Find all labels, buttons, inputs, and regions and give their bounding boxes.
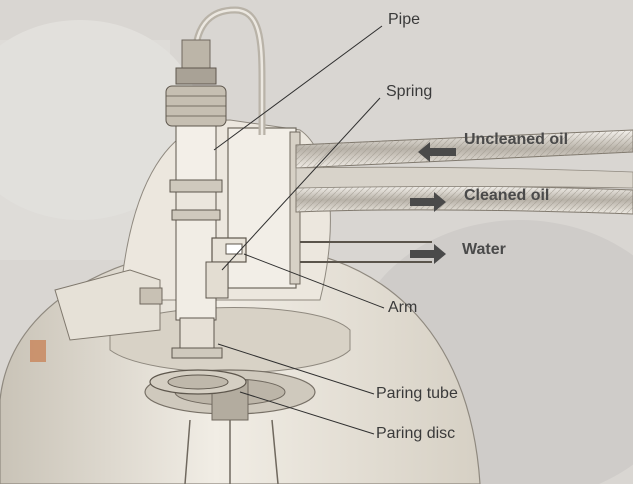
label-arm: Arm (388, 299, 418, 316)
arm-slot (225, 243, 243, 255)
label-paring-disc: Paring disc (376, 425, 456, 442)
arrow-right-icon (410, 244, 446, 264)
bowl-leg (271, 419, 279, 484)
pipe-fitting (181, 39, 211, 71)
leader-line-paring-tube (217, 343, 375, 395)
flow-arrow-uncleaned (418, 142, 456, 162)
paring-tube-collar (171, 347, 223, 359)
hose-uncleaned-oil-braid (296, 130, 633, 168)
hose-group (295, 129, 633, 263)
label-cleaned-oil: Cleaned oil (464, 187, 550, 204)
column-band (171, 209, 221, 221)
leader-line-paring-disc (239, 391, 375, 435)
leader-line-pipe (213, 25, 383, 151)
leader-line-arm (243, 253, 385, 309)
arrow-left-icon (418, 142, 456, 162)
pipe-hose-highlight (193, 8, 264, 135)
label-pipe: Pipe (388, 11, 421, 28)
column-band (169, 179, 223, 193)
bracket-nut (139, 287, 163, 305)
flow-arrow-water (410, 244, 446, 264)
leader-line-spring (221, 97, 381, 271)
label-water: Water (462, 241, 506, 258)
column-upper (175, 125, 217, 187)
label-paring-tube: Paring tube (376, 385, 458, 402)
hose-lower (295, 166, 633, 189)
warning-tag (30, 340, 46, 362)
arrow-right-icon (410, 192, 446, 212)
bowl-leg (184, 419, 191, 484)
flow-arrow-cleaned (410, 192, 446, 212)
pipe-fitting-nut (175, 67, 217, 85)
spring-housing (205, 261, 229, 299)
paring-disc-ring-inner (167, 374, 229, 390)
hose-cleaned-oil-braid (296, 185, 633, 214)
label-spring: Spring (386, 83, 433, 100)
column-mid (175, 191, 217, 213)
side-bracket (54, 269, 161, 341)
outlet-manifold (227, 127, 297, 289)
label-uncleaned-oil: Uncleaned oil (464, 131, 569, 148)
